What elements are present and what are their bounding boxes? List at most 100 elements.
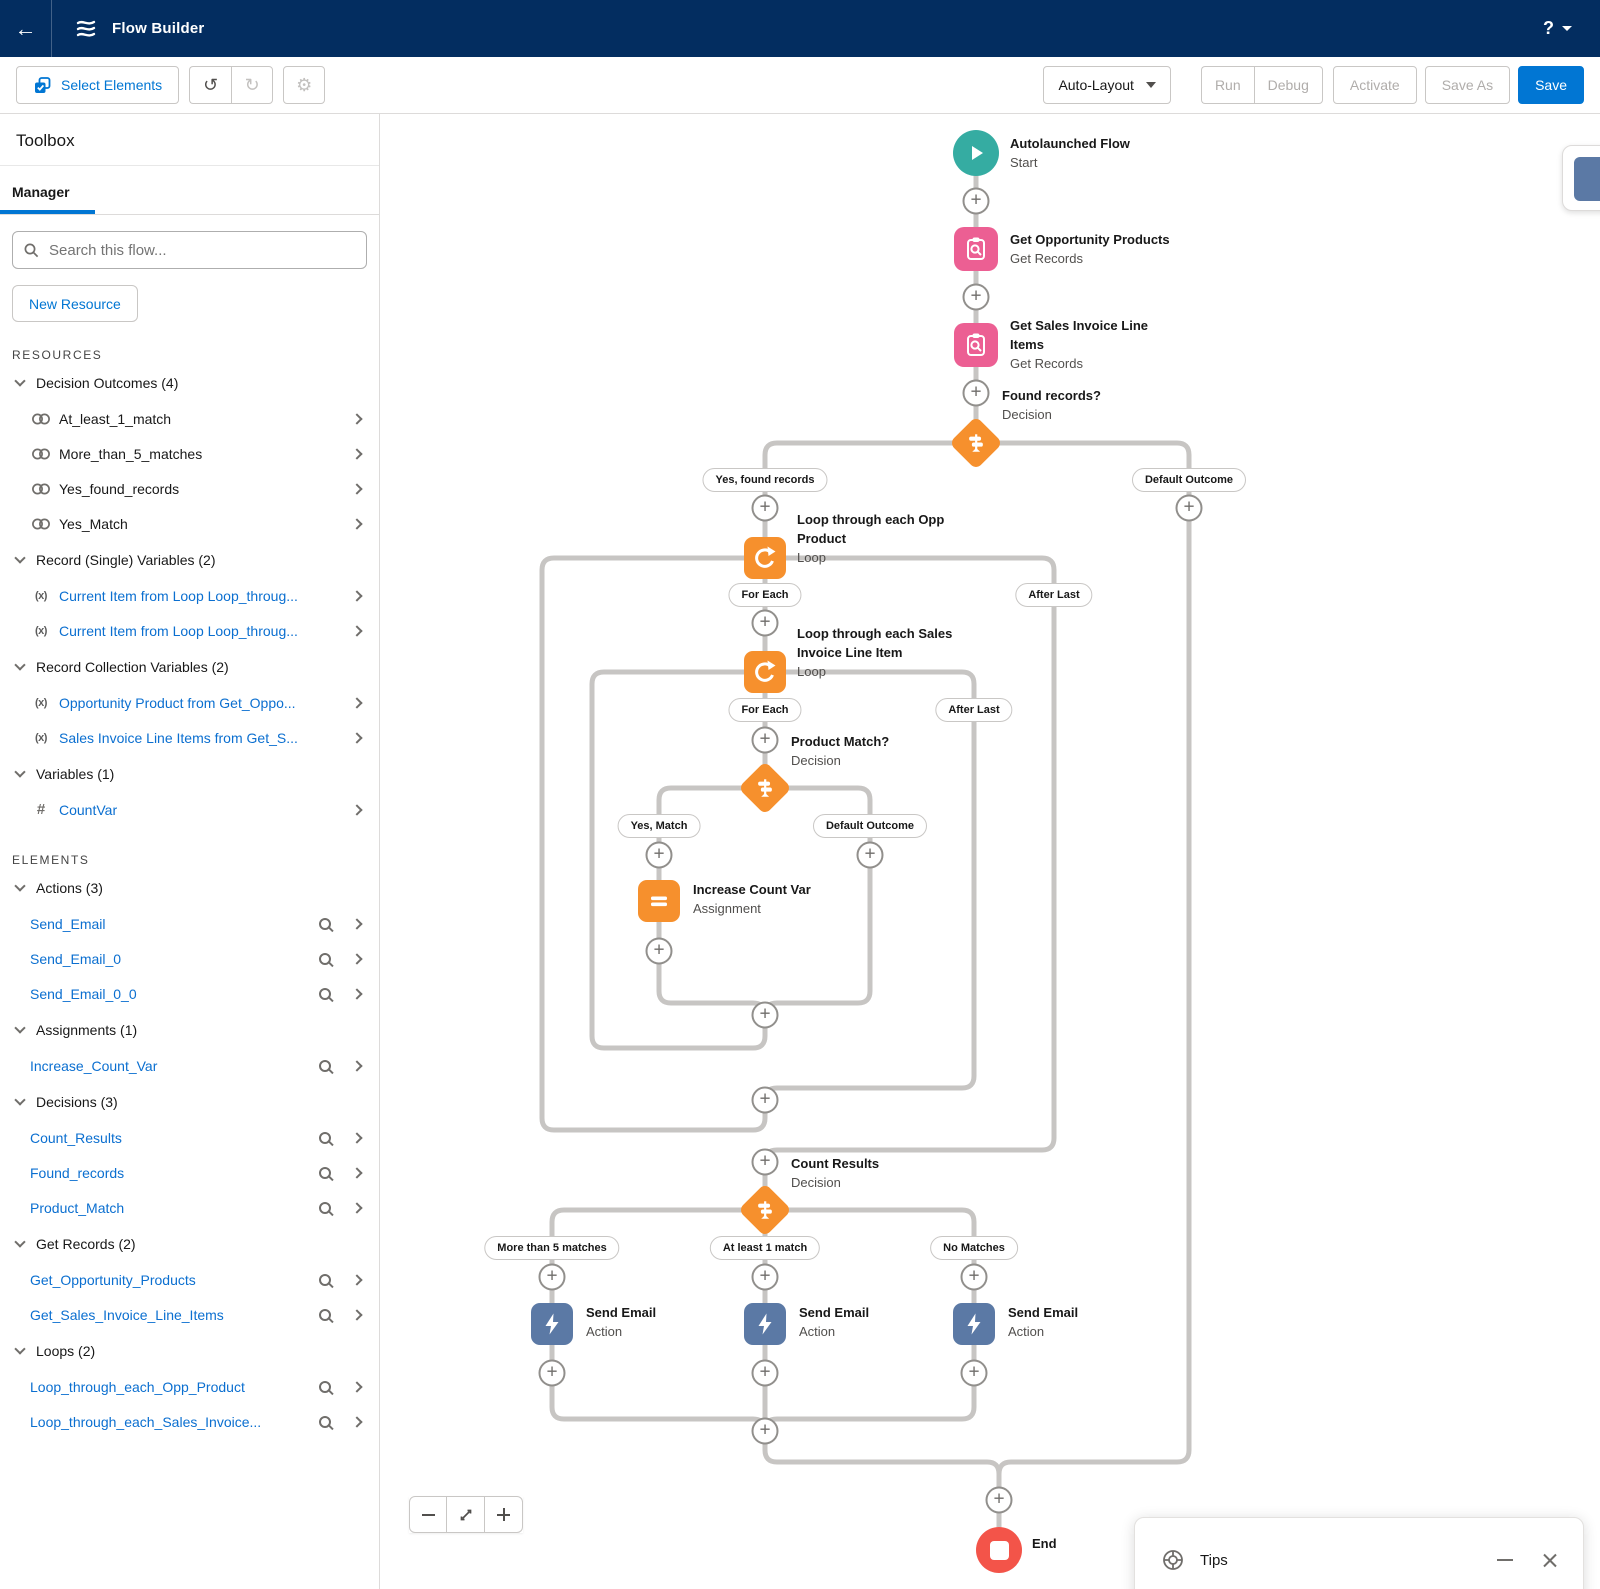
run-button[interactable]: Run <box>1200 66 1254 104</box>
save-as-button[interactable]: Save As <box>1424 66 1511 104</box>
search-input[interactable] <box>12 231 367 269</box>
chevron-right-icon[interactable] <box>351 987 363 1000</box>
chevron-right-icon[interactable] <box>351 1166 363 1179</box>
redo-button[interactable]: ↻ <box>231 66 274 104</box>
resource-link[interactable]: Current Item from Loop Loop_throug... <box>59 622 298 639</box>
element-link[interactable]: Get_Opportunity_Products <box>30 1271 196 1288</box>
chevron-right-icon[interactable] <box>351 1059 363 1072</box>
find-in-canvas-icon[interactable] <box>319 1166 331 1179</box>
section-record-single-variables[interactable]: Record (Single) Variables (2) <box>0 541 379 578</box>
section-actions[interactable]: Actions (3) <box>0 869 379 906</box>
add-element-button[interactable] <box>645 841 673 869</box>
element-link[interactable]: Count_Results <box>30 1129 122 1146</box>
element-link[interactable]: Product_Match <box>30 1199 125 1216</box>
add-element-button[interactable] <box>962 379 990 407</box>
element-item-send-email-0-0[interactable]: Send_Email_0_0 <box>0 976 379 1011</box>
add-element-button[interactable] <box>751 609 779 637</box>
undo-button[interactable]: ↺ <box>189 66 232 104</box>
resource-item-opportunity-product[interactable]: (x) Opportunity Product from Get_Oppo... <box>0 685 379 720</box>
chevron-right-icon[interactable] <box>351 624 363 637</box>
node-product-match-decision[interactable] <box>738 761 792 815</box>
element-link[interactable]: Found_records <box>30 1164 125 1181</box>
node-send-email-3[interactable] <box>953 1303 995 1345</box>
add-element-button[interactable] <box>960 1359 988 1387</box>
zoom-out-button[interactable] <box>409 1496 447 1533</box>
section-decisions[interactable]: Decisions (3) <box>0 1083 379 1120</box>
chevron-right-icon[interactable] <box>351 952 363 965</box>
resource-link[interactable]: Opportunity Product from Get_Oppo... <box>59 694 296 711</box>
zoom-in-button[interactable] <box>485 1496 523 1533</box>
chevron-right-icon[interactable] <box>351 517 363 530</box>
resource-link[interactable]: Sales Invoice Line Items from Get_S... <box>59 729 298 746</box>
chevron-right-icon[interactable] <box>351 731 363 744</box>
chevron-right-icon[interactable] <box>351 1201 363 1214</box>
find-in-canvas-icon[interactable] <box>319 1201 331 1214</box>
find-in-canvas-icon[interactable] <box>319 952 331 965</box>
add-element-button[interactable] <box>645 937 673 965</box>
chevron-right-icon[interactable] <box>351 482 363 495</box>
close-icon[interactable] <box>1543 1553 1557 1567</box>
node-end[interactable] <box>976 1527 1022 1573</box>
add-element-button[interactable] <box>751 726 779 754</box>
element-link[interactable]: Loop_through_each_Opp_Product <box>30 1378 245 1395</box>
find-in-canvas-icon[interactable] <box>319 1131 331 1144</box>
add-element-button[interactable] <box>751 1148 779 1176</box>
canvas-edge-panel[interactable] <box>1562 145 1600 211</box>
add-element-button[interactable] <box>856 841 884 869</box>
section-get-records[interactable]: Get Records (2) <box>0 1225 379 1262</box>
auto-layout-select[interactable]: Auto-Layout <box>1043 66 1171 104</box>
node-send-email-2[interactable] <box>744 1303 786 1345</box>
find-in-canvas-icon[interactable] <box>319 1273 331 1286</box>
chevron-right-icon[interactable] <box>351 1415 363 1428</box>
node-loop-through-each-opp-product[interactable] <box>744 537 786 579</box>
resource-item-yes-match[interactable]: Yes_Match <box>0 506 379 541</box>
resource-item-countvar[interactable]: # CountVar <box>0 792 379 827</box>
settings-button[interactable]: ⚙ <box>283 66 326 104</box>
debug-button[interactable]: Debug <box>1253 66 1323 104</box>
element-item-get-sales-invoice-line-items[interactable]: Get_Sales_Invoice_Line_Items <box>0 1297 379 1332</box>
chevron-right-icon[interactable] <box>351 447 363 460</box>
chevron-right-icon[interactable] <box>351 696 363 709</box>
element-link[interactable]: Send_Email_0 <box>30 950 122 967</box>
find-in-canvas-icon[interactable] <box>319 917 331 930</box>
chevron-right-icon[interactable] <box>351 1273 363 1286</box>
element-link[interactable]: Send_Email_0_0 <box>30 985 137 1002</box>
resource-link[interactable]: CountVar <box>59 801 118 818</box>
element-item-send-email[interactable]: Send_Email <box>0 906 379 941</box>
node-increase-count-var[interactable] <box>638 880 680 922</box>
element-link[interactable]: Loop_through_each_Sales_Invoice... <box>30 1413 262 1430</box>
minimize-button[interactable] <box>1497 1559 1513 1561</box>
add-element-button[interactable] <box>751 1263 779 1291</box>
activate-button[interactable]: Activate <box>1332 66 1417 104</box>
resource-item-more-than-5-matches[interactable]: More_than_5_matches <box>0 436 379 471</box>
node-count-results-decision[interactable] <box>738 1183 792 1237</box>
find-in-canvas-icon[interactable] <box>319 1308 331 1321</box>
element-item-get-opportunity-products[interactable]: Get_Opportunity_Products <box>0 1262 379 1297</box>
element-link[interactable]: Send_Email <box>30 915 106 932</box>
add-element-button[interactable] <box>751 1086 779 1114</box>
back-button[interactable]: ← <box>0 0 52 57</box>
node-get-opportunity-products[interactable] <box>954 227 998 271</box>
tab-manager[interactable]: Manager <box>12 184 70 200</box>
add-element-button[interactable] <box>751 1359 779 1387</box>
node-start[interactable] <box>953 130 999 176</box>
resource-item-current-item-1[interactable]: (x) Current Item from Loop Loop_throug..… <box>0 578 379 613</box>
fit-to-view-button[interactable] <box>447 1496 485 1533</box>
add-element-button[interactable] <box>962 283 990 311</box>
find-in-canvas-icon[interactable] <box>319 1380 331 1393</box>
element-item-increase-count-var[interactable]: Increase_Count_Var <box>0 1048 379 1083</box>
find-in-canvas-icon[interactable] <box>319 1059 331 1072</box>
node-send-email-1[interactable] <box>531 1303 573 1345</box>
add-element-button[interactable] <box>538 1359 566 1387</box>
element-item-found-records[interactable]: Found_records <box>0 1155 379 1190</box>
add-element-button[interactable] <box>985 1486 1013 1514</box>
help-menu-button[interactable]: ? <box>1543 18 1572 39</box>
element-item-loop-through-each-opp-product[interactable]: Loop_through_each_Opp_Product <box>0 1369 379 1404</box>
element-item-count-results[interactable]: Count_Results <box>0 1120 379 1155</box>
new-resource-button[interactable]: New Resource <box>12 285 138 322</box>
chevron-right-icon[interactable] <box>351 917 363 930</box>
add-element-button[interactable] <box>960 1263 988 1291</box>
chevron-right-icon[interactable] <box>351 803 363 816</box>
node-found-records-decision[interactable] <box>949 416 1003 470</box>
save-button[interactable]: Save <box>1518 66 1584 104</box>
